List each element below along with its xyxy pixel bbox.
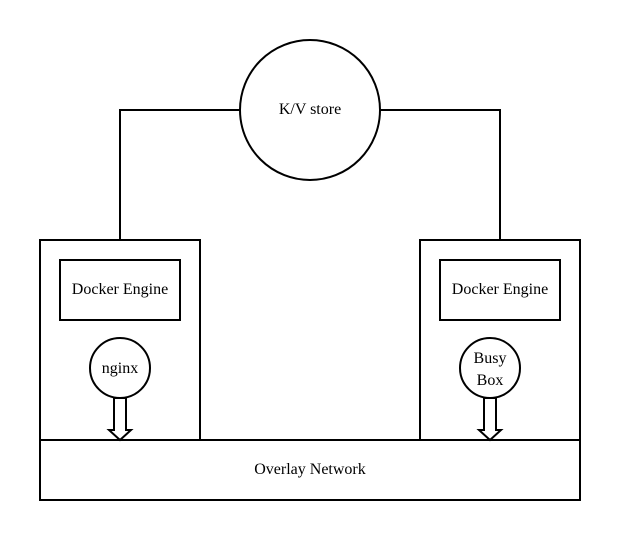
overlay-network: Overlay Network bbox=[39, 439, 581, 501]
left-host: Docker Engine nginx bbox=[39, 239, 201, 441]
kv-store-circle bbox=[239, 39, 381, 181]
busybox-container-label-line1: Busy bbox=[474, 350, 507, 367]
right-docker-engine-label: Docker Engine bbox=[452, 281, 548, 298]
kv-to-left-host-connector bbox=[119, 109, 240, 250]
busybox-container-label-line2: Box bbox=[477, 372, 504, 389]
kv-store-node: K/V store bbox=[239, 39, 381, 181]
nginx-to-network-arrow bbox=[106, 397, 134, 442]
kv-to-right-host-connector bbox=[380, 109, 501, 250]
right-docker-engine-box bbox=[439, 259, 561, 321]
busybox-container-circle bbox=[459, 337, 521, 399]
kv-store-label: K/V store bbox=[279, 101, 341, 118]
overlay-network-box bbox=[39, 439, 581, 501]
nginx-container-label: nginx bbox=[102, 360, 138, 377]
overlay-network-label: Overlay Network bbox=[254, 461, 366, 478]
right-host: Docker Engine Busy Box bbox=[419, 239, 581, 441]
busybox-to-network-arrow bbox=[476, 397, 504, 442]
left-docker-engine-box bbox=[59, 259, 181, 321]
left-docker-engine-label: Docker Engine bbox=[72, 281, 168, 298]
